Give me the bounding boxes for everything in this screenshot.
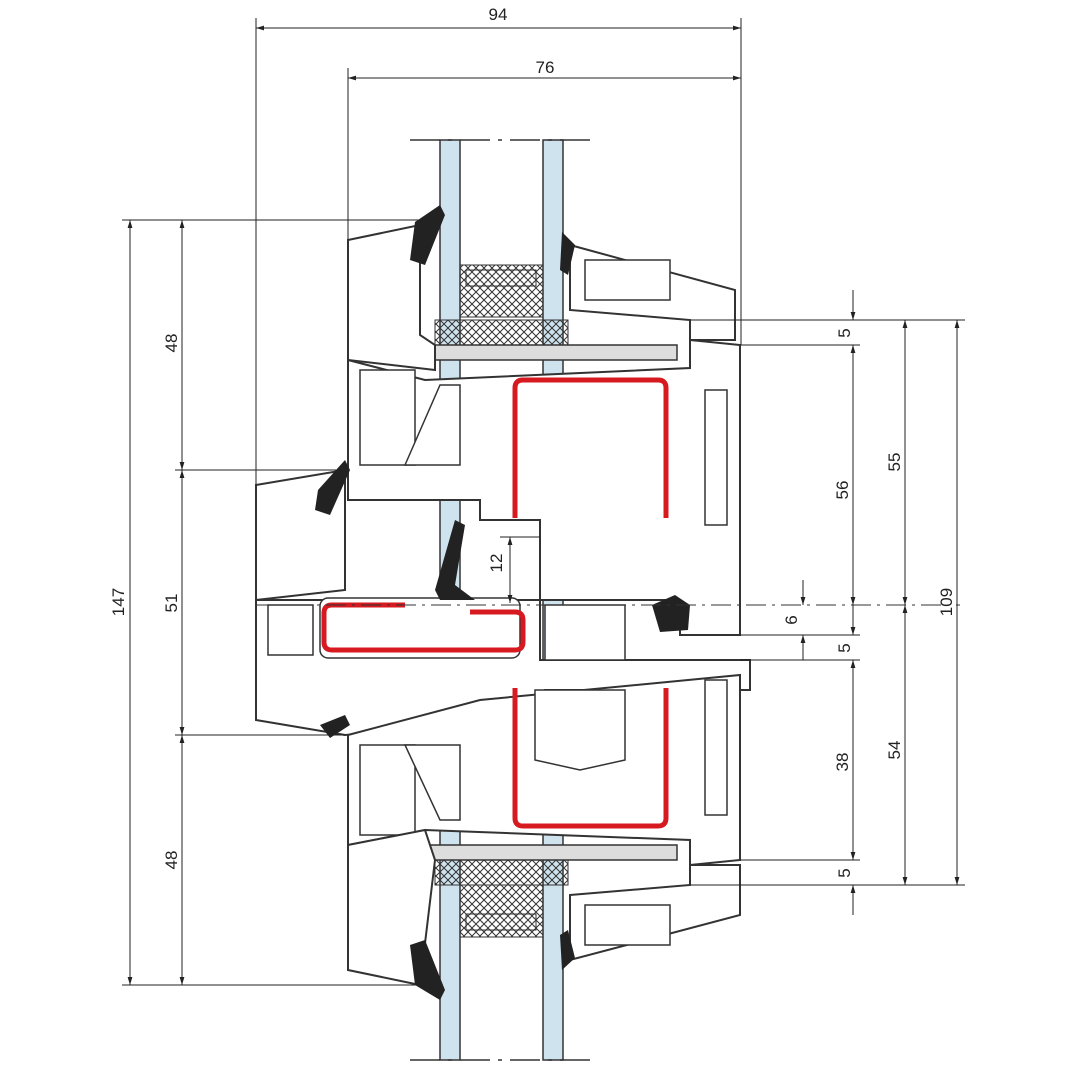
dim-48-upper: 48 (162, 334, 181, 353)
dimensions: 94 76 147 48 51 48 12 5 56 5 38 5 6 55 5… (109, 5, 965, 986)
dim-147: 147 (109, 588, 128, 616)
dim-109: 109 (937, 588, 956, 616)
dim-48-lower: 48 (162, 851, 181, 870)
lower-sash-profile (347, 673, 741, 987)
glass-spacers (421, 264, 678, 938)
dim-94: 94 (489, 5, 508, 24)
dim-5-mid: 5 (835, 643, 854, 652)
dim-5-bottom: 5 (835, 868, 854, 877)
steel-reinforcement (321, 377, 669, 829)
dim-6: 6 (782, 615, 801, 624)
dim-56: 56 (833, 481, 852, 500)
dim-38: 38 (833, 753, 852, 772)
dim-54: 54 (885, 741, 904, 760)
dim-5-top: 5 (835, 328, 854, 337)
dim-76: 76 (536, 58, 555, 77)
dim-12: 12 (487, 554, 506, 573)
upper-sash-profile (347, 223, 741, 636)
dim-51: 51 (162, 594, 181, 613)
dim-55: 55 (885, 453, 904, 472)
